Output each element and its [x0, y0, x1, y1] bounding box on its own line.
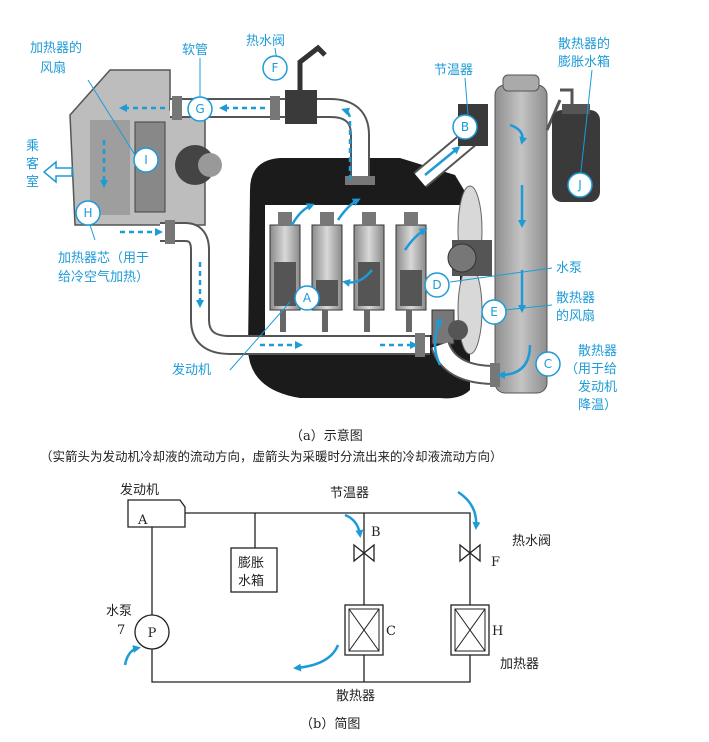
expansion-tank-box [230, 547, 278, 593]
caption-a: （a）示意图 [290, 428, 363, 444]
simplified-schematic: P 发动机 A 膨胀 水箱 节温器 B 热水阀 F 水泵 7 C H 加热器 散… [106, 482, 551, 732]
engine-cylinders [269, 212, 427, 332]
svg-text:D: D [432, 278, 441, 292]
label-radiator-4: 降温） [578, 398, 617, 413]
label-cabin-2: 客 [26, 156, 39, 172]
heater-valve-symbol [459, 543, 481, 563]
label-heater-core-2: 给冷空气加热） [58, 269, 149, 285]
labels-b: 发动机 A 膨胀 水箱 节温器 B 热水阀 F 水泵 7 C H 加热器 散热器… [106, 482, 551, 732]
schem-label-tank-2: 水箱 [238, 573, 264, 589]
schem-label-heater-valve: 热水阀 [512, 534, 551, 549]
svg-text:C: C [544, 357, 552, 371]
svg-text:G: G [195, 102, 204, 116]
label-radiator-2: （用于给 [565, 362, 617, 377]
schematic-flow-arrows [123, 490, 481, 672]
schem-label-a: A [137, 513, 148, 528]
svg-text:E: E [490, 305, 498, 319]
label-heater-valve: 热水阀 [246, 34, 285, 49]
heater-box-symbol [450, 604, 490, 656]
schem-label-radiator: 散热器 [336, 689, 375, 704]
schem-label-thermostat: 节温器 [330, 486, 369, 501]
schem-label-heater: 加热器 [500, 657, 539, 672]
marker-d: D [424, 272, 450, 298]
label-radiator-1: 散热器 [578, 344, 617, 359]
svg-text:F: F [272, 61, 279, 75]
label-thermostat: 节温器 [434, 63, 473, 78]
schem-label-b: B [371, 525, 381, 540]
label-hose: 软管 [182, 43, 208, 58]
caption-a-note: （实箭头为发动机冷却液的流动方向，虚箭头为采暖时分流出来的冷却液流动方向） [40, 449, 503, 464]
schem-label-f: F [491, 555, 500, 570]
caption-b: （b）简图 [300, 716, 360, 732]
coolant-flow-arrows [290, 123, 532, 379]
radiator-box [344, 604, 384, 656]
cabin-arrow [42, 160, 73, 184]
label-expansion-tank-1: 散热器的 [558, 36, 610, 52]
pump-symbol: P [134, 614, 170, 650]
svg-text:P: P [148, 626, 157, 641]
thermostat-valve-symbol [353, 543, 375, 563]
marker-b: B [452, 114, 478, 140]
label-expansion-tank-2: 膨胀水箱 [558, 54, 610, 70]
label-radiator-fan-1: 散热器 [556, 291, 595, 306]
labels-a: 加热器的 风扇 软管 热水阀 节温器 散热器的 膨胀水箱 乘 客 室 加热器芯（… [26, 34, 617, 464]
schem-label-pump-1: 水泵 [106, 604, 132, 619]
label-engine: 发动机 [172, 362, 211, 378]
heating-flow-arrows [100, 104, 418, 349]
marker-j: J [567, 172, 593, 198]
marker-a: A [294, 285, 320, 311]
schem-label-tank-1: 膨胀 [238, 556, 264, 571]
schem-label-pump-2: 7 [117, 623, 125, 638]
marker-i: I [133, 147, 159, 173]
svg-text:J: J [577, 178, 582, 192]
component-markers: A B C D E F G H I J [75, 55, 593, 377]
marker-e: E [481, 299, 507, 325]
marker-c: C [535, 351, 561, 377]
schematic-illustration: A B C D E F G H I J 加热器的 风扇 软管 热水阀 节温器 散… [26, 34, 617, 464]
schem-label-engine: 发动机 [120, 482, 159, 498]
label-radiator-fan-2: 的风扇 [556, 308, 595, 324]
radiator [494, 74, 548, 394]
heater-valve [285, 44, 327, 124]
label-heater-fan-2: 风扇 [40, 60, 66, 76]
svg-text:I: I [144, 153, 148, 167]
marker-f: F [262, 55, 288, 81]
label-cabin-1: 乘 [26, 139, 39, 154]
label-heater-core-1: 加热器芯（用于 [58, 251, 149, 266]
svg-text:H: H [83, 206, 92, 220]
label-heater-fan-1: 加热器的 [30, 40, 82, 56]
label-cabin-3: 室 [26, 174, 39, 190]
label-radiator-3: 发动机 [578, 379, 617, 395]
marker-h: H [75, 200, 101, 226]
svg-text:A: A [303, 291, 312, 305]
svg-text:B: B [461, 120, 469, 134]
schem-label-c: C [386, 624, 396, 639]
engine-box [127, 499, 186, 528]
marker-g: G [187, 96, 213, 122]
label-water-pump: 水泵 [556, 261, 582, 276]
schem-label-h: H [492, 624, 503, 639]
